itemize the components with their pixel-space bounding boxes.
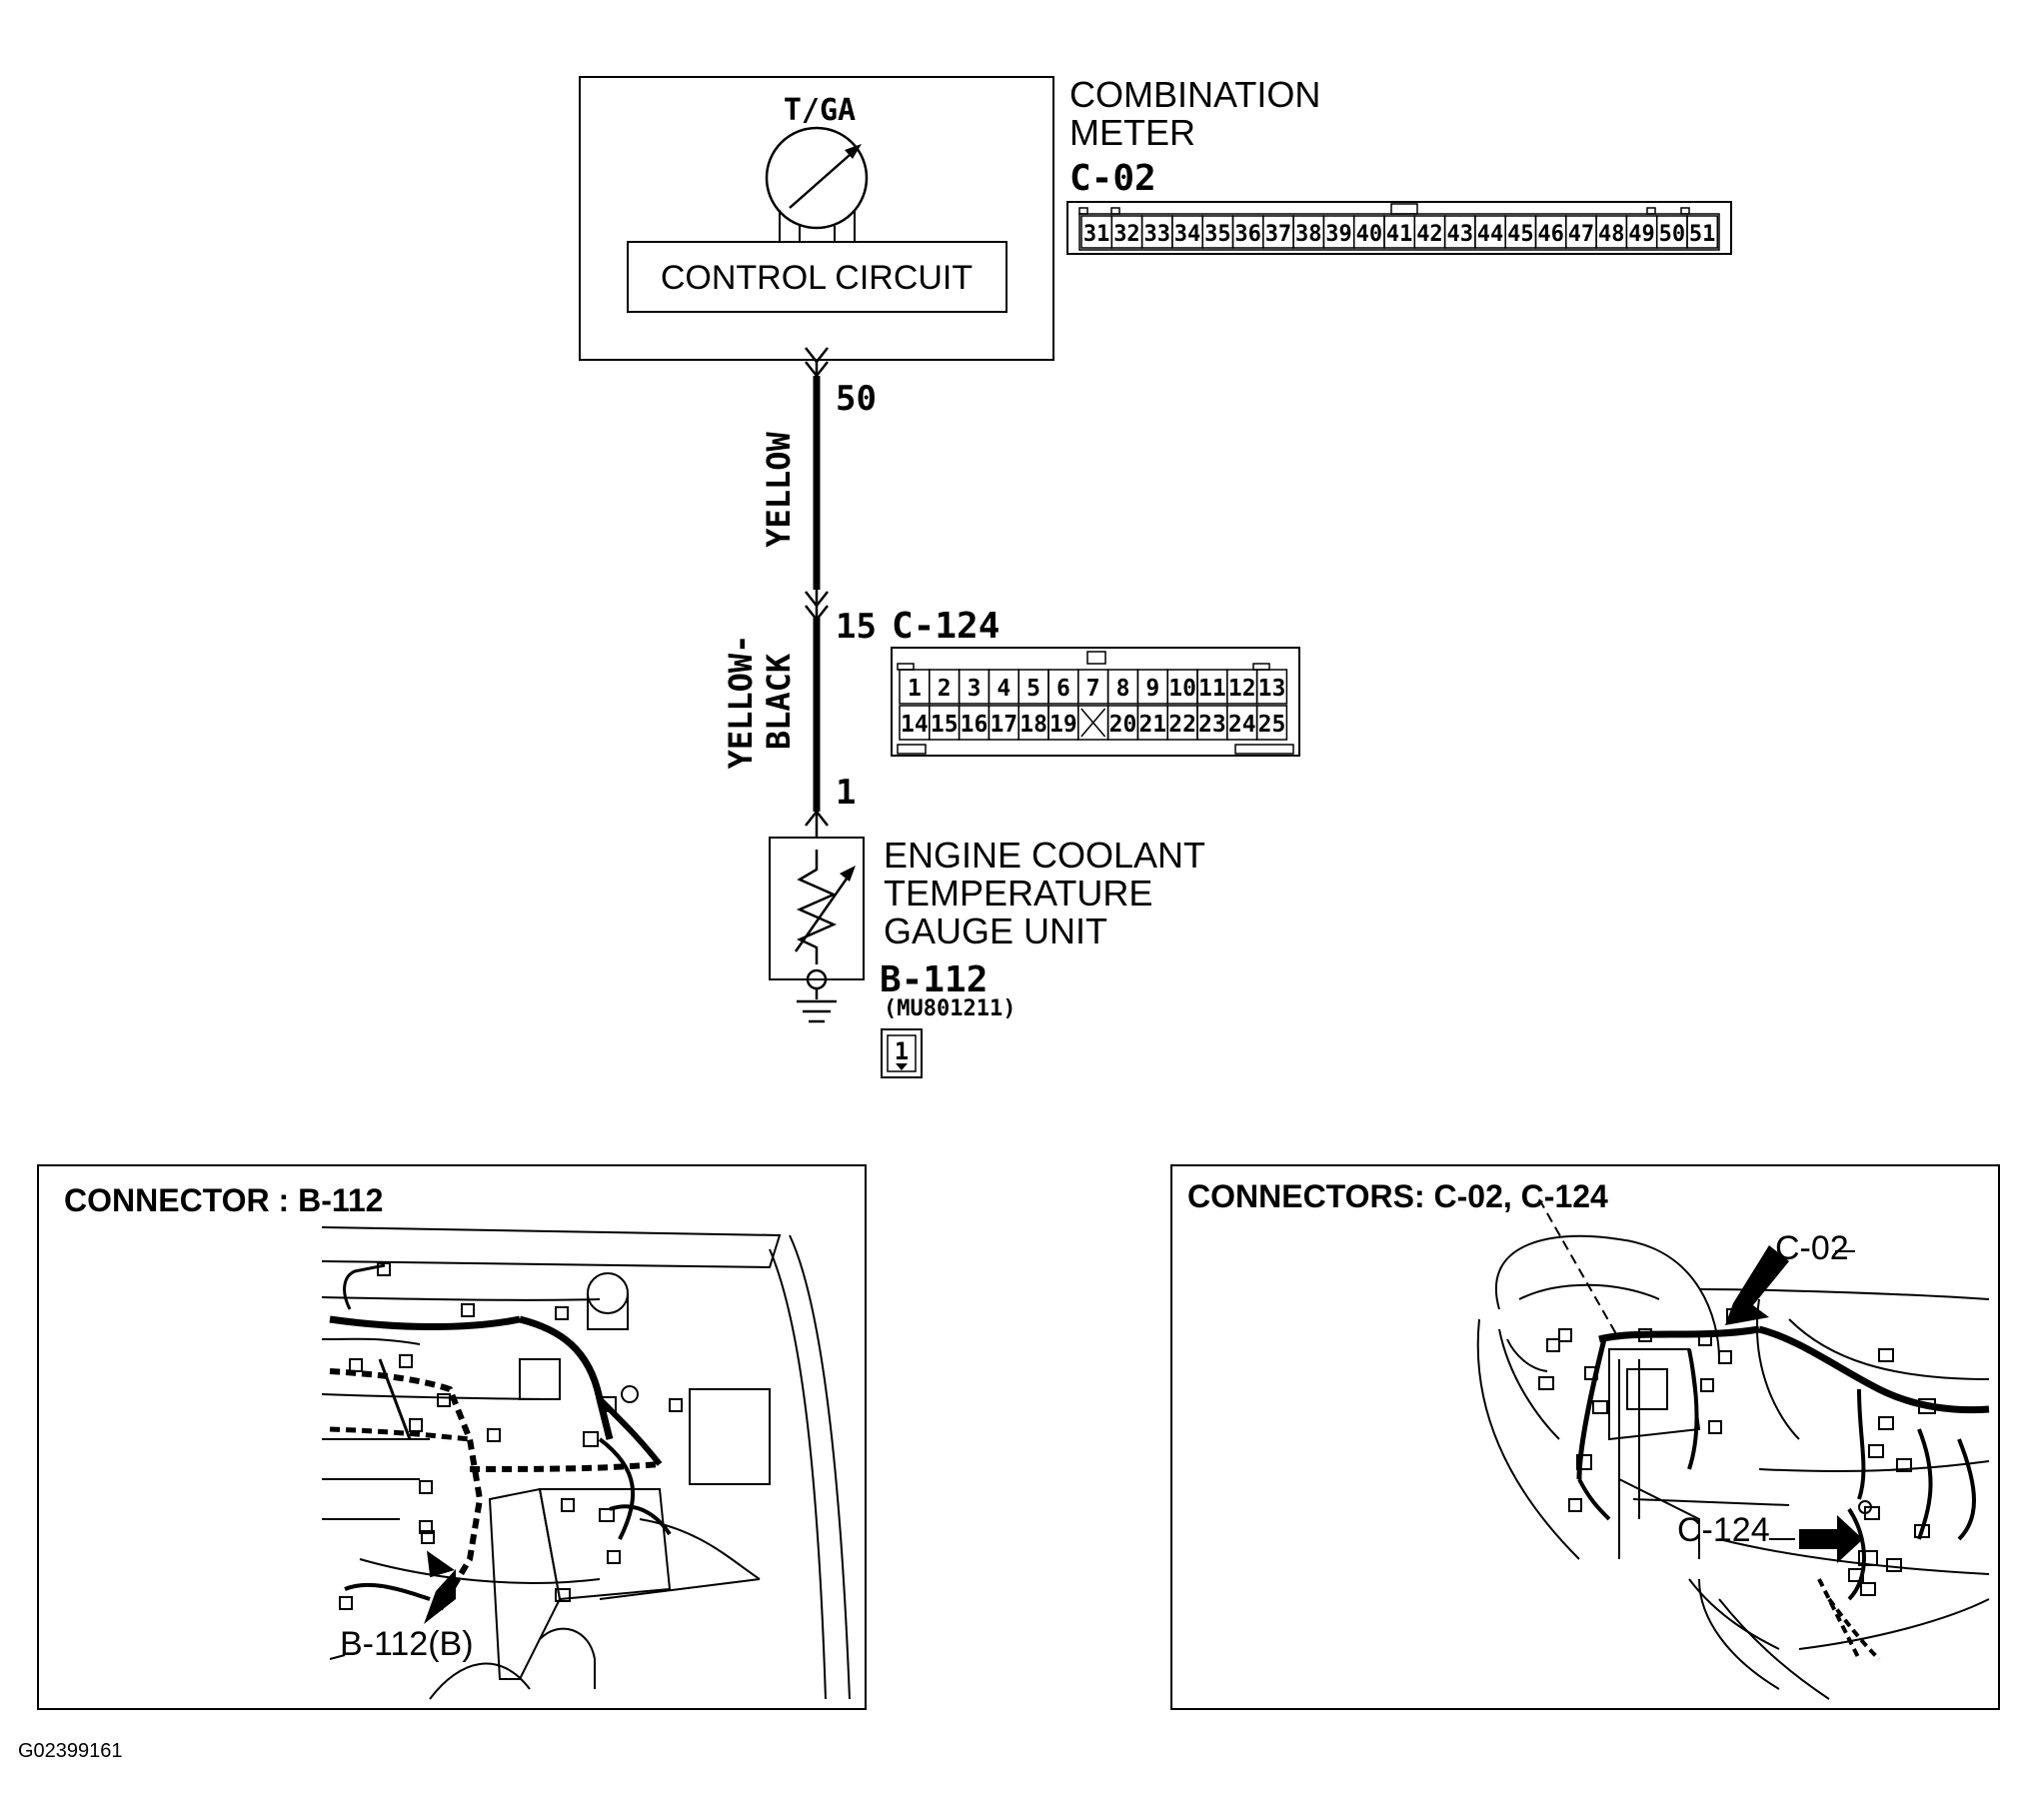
wire-yellow-black-label-1: YELLOW- (722, 635, 760, 770)
connector-pin-label: 14 (901, 712, 929, 738)
connector-pin-label: 5 (1026, 676, 1040, 702)
arrow-icon (424, 1569, 456, 1624)
connector-pin-label: 38 (1295, 222, 1322, 247)
connector-pin-label: 31 (1083, 222, 1110, 247)
figure-id: G02399161 (18, 1740, 123, 1762)
blank-pin-mark (1080, 708, 1106, 738)
connector-pin-label: 9 (1145, 676, 1159, 702)
panel-connector-b112: CONNECTOR : B-112 (37, 1164, 867, 1710)
sensor-body (769, 837, 865, 980)
sensor-connector-pin: 1 (895, 1037, 909, 1065)
meter-title-line1: COMBINATION (1069, 74, 1320, 115)
connector-pin-label: 47 (1568, 222, 1595, 247)
connector-pin-label: 39 (1325, 222, 1352, 247)
pin-meter: 50 (836, 379, 877, 419)
panel-connectors-c02-c124: CONNECTORS: C-02, C-124 (1170, 1164, 2000, 1710)
combination-meter: T/GA CONTROL CIRCUIT (579, 76, 1054, 361)
connector-pin-label: 6 (1056, 676, 1070, 702)
connector-pin-label: 2 (938, 676, 952, 702)
panel-right-callout-top: C-02 (1775, 1229, 1849, 1267)
sensor-name-line3: GAUGE UNIT (884, 910, 1107, 951)
control-circuit-label: CONTROL CIRCUIT (661, 259, 973, 297)
connector-pin-label: 45 (1507, 222, 1534, 247)
connector-pin-label: 32 (1113, 222, 1140, 247)
meter-connector-id: C-02 (1069, 158, 1156, 199)
connector-pin-label: 51 (1689, 222, 1716, 247)
meter-title-line2: METER (1069, 112, 1195, 153)
wire-yellow-label: YELLOW (760, 431, 798, 547)
connector-pin-label: 43 (1447, 222, 1474, 247)
connector-pin-label: 16 (961, 712, 989, 738)
panel-left-callout: B-112(B) (340, 1625, 474, 1663)
connector-pin-label: 36 (1234, 222, 1261, 247)
connector-pin-label: 20 (1109, 712, 1137, 738)
gauge-label: T/GA (784, 93, 856, 128)
connector-pin-label: 19 (1049, 712, 1077, 738)
connector-pin-label: 33 (1144, 222, 1171, 247)
sensor-name-line2: TEMPERATURE (884, 873, 1152, 913)
connector-pin-label: 35 (1204, 222, 1231, 247)
arrow-icon (1799, 1515, 1863, 1563)
connector-pin-label: 34 (1174, 222, 1201, 247)
connector-pin-label: 21 (1138, 712, 1166, 738)
connector-pin-label: 3 (968, 676, 982, 702)
sensor-name-line1: ENGINE COOLANT (884, 835, 1205, 876)
connector-pin-label: 41 (1386, 222, 1413, 247)
connector-pin-label: 18 (1019, 712, 1047, 738)
connector-pin-label: 22 (1168, 712, 1196, 738)
connector-pin-label: 10 (1168, 676, 1196, 702)
connector-pin-label: 8 (1116, 676, 1130, 702)
pin-junction: 15 (836, 607, 877, 647)
connector-pin-label: 42 (1416, 222, 1443, 247)
engine-bay-illustration (321, 1226, 851, 1700)
connector-pin-label: 37 (1265, 222, 1292, 247)
junction-connector-id: C-124 (892, 606, 1000, 647)
panel-left-title: CONNECTOR : B-112 (64, 1182, 383, 1218)
connector-pin-label: 48 (1598, 222, 1625, 247)
connector-pin-label: 40 (1356, 222, 1383, 247)
arrow-icon (1725, 1245, 1789, 1325)
connector-pin-label: 24 (1228, 712, 1256, 738)
connector-pin-cell (1255, 669, 1288, 705)
connector-pin-label: 11 (1198, 676, 1226, 702)
panel-right-title: CONNECTORS: C-02, C-124 (1187, 1178, 1608, 1214)
connector-pin-label: 13 (1258, 676, 1286, 702)
sensor-connector-id: B-112 (880, 959, 988, 1000)
connector-pin-cell (1255, 705, 1288, 741)
connector-pin-label: 46 (1537, 222, 1564, 247)
connector-pin-label: 49 (1628, 222, 1655, 247)
control-circuit-box (627, 241, 1008, 313)
connector-pin-label: 44 (1477, 222, 1504, 247)
connector-pin-label: 17 (990, 712, 1017, 738)
panel-right-callout-bottom: C-124 (1677, 1511, 1770, 1549)
wire-yellow-black-label-2: BLACK (760, 653, 798, 750)
connector-pin-label: 1 (908, 676, 922, 702)
connector-pin-label: 12 (1228, 676, 1256, 702)
temperature-gauge-icon (765, 126, 869, 242)
coolant-temperature-sensor (769, 837, 865, 1023)
connector-pin-label: 15 (931, 712, 959, 738)
pin-sensor: 1 (836, 773, 856, 813)
ground-icon (797, 999, 837, 1023)
connector-pin-label: 4 (997, 676, 1011, 702)
thermistor-icon (796, 850, 838, 964)
connector-pin-label: 23 (1198, 712, 1226, 738)
sensor-part-number: (MU801211) (884, 996, 1015, 1021)
connector-pin-label: 50 (1659, 222, 1686, 247)
wire-run (805, 347, 829, 838)
sensor-connector-face: 1 (881, 1028, 923, 1078)
dashboard-illustration (1476, 1198, 1990, 1700)
connector-pin-cell (1686, 215, 1719, 249)
connector-pin-label: 25 (1258, 712, 1286, 738)
connector-pin-label: 7 (1086, 676, 1100, 702)
